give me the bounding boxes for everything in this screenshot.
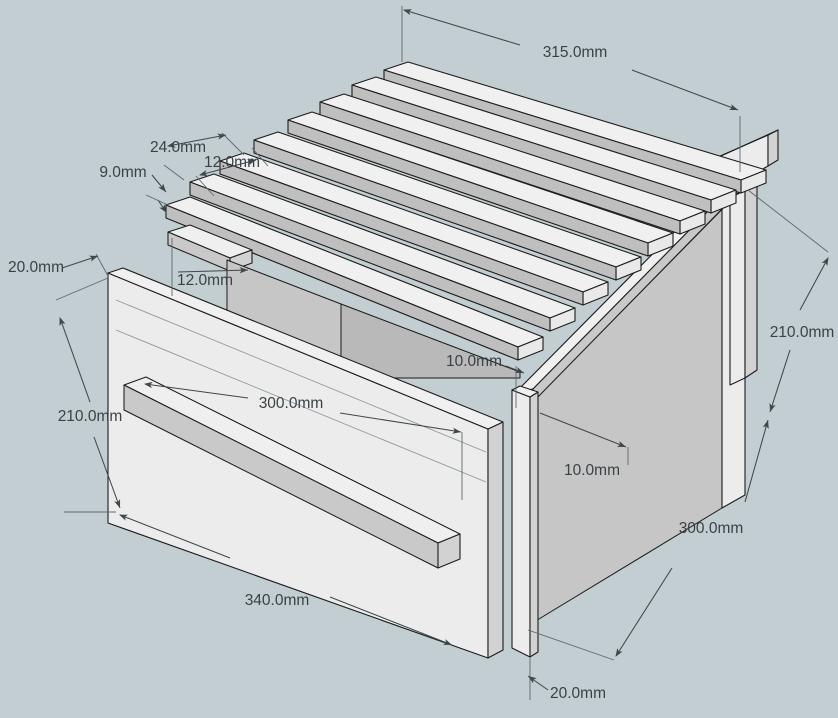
- dimension-label: 10.0mm: [446, 353, 502, 370]
- top-slat: [253, 131, 642, 281]
- top-slat: [287, 111, 674, 257]
- top-slat: [351, 76, 737, 214]
- dimension-label: 20.0mm: [550, 685, 606, 702]
- dimension-label: 300.0mm: [679, 520, 744, 537]
- dimension-label: 300.0mm: [259, 395, 324, 412]
- dimension-20-bottom: 20.0mm: [527, 658, 606, 702]
- dimension-label: 9.0mm: [99, 164, 146, 181]
- dimension-label: 210.0mm: [58, 408, 123, 425]
- dimension-300-rail: 300.0mm: [143, 381, 463, 500]
- dimension-label: 24.0mm: [150, 139, 206, 156]
- dimension-10-top: 10.0mm: [446, 353, 525, 408]
- top-slat: [189, 173, 576, 332]
- top-slat: [319, 93, 706, 235]
- dimension-label: 210.0mm: [770, 324, 835, 341]
- top-slat: [219, 152, 609, 306]
- dimension-340: 340.0mm: [119, 514, 453, 646]
- dimension-20-left: 20.0mm: [8, 253, 109, 277]
- dimension-210-left: 210.0mm: [55, 277, 123, 513]
- dimension-12-rail: 12.0mm: [171, 238, 249, 296]
- dimension-label: 12.0mm: [177, 272, 233, 289]
- dimension-label: 315.0mm: [543, 44, 608, 61]
- dimension-label: 340.0mm: [245, 592, 310, 609]
- side-panel-right-outer-strip: [729, 182, 758, 386]
- dimension-12-gap: 12.0mm: [195, 147, 269, 197]
- front-right-leg: [511, 385, 539, 658]
- dimension-10-inner: 10.0mm: [539, 412, 629, 479]
- top-slat: [383, 61, 767, 194]
- inner-rail-front: [123, 376, 461, 569]
- slat-group: [165, 61, 767, 361]
- top-slat: [165, 196, 544, 361]
- dimension-label: 10.0mm: [564, 462, 620, 479]
- dimension-315: 315.0mm: [401, 6, 741, 172]
- dimension-300-depth: 300.0mm: [527, 419, 769, 661]
- dimension-24: 24.0mm: [150, 132, 245, 181]
- dimension-label: 20.0mm: [8, 259, 64, 276]
- dimension-210-right: 210.0mm: [747, 189, 835, 413]
- dimension-9: 9.0mm: [99, 164, 169, 213]
- dimension-label: 12.0mm: [204, 154, 260, 171]
